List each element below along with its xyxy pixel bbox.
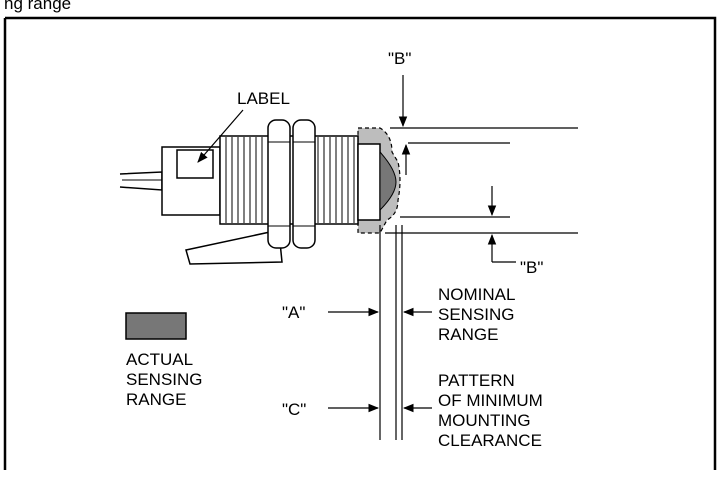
nominal-sensing-range-label: NOMINAL SENSING RANGE xyxy=(438,285,515,344)
reference-lines xyxy=(385,127,578,234)
label-a: "A" xyxy=(282,303,305,322)
proximity-sensor xyxy=(119,119,381,265)
header-fragment: ng range xyxy=(4,0,71,13)
vertical-lines xyxy=(379,225,403,440)
dimension-b-top xyxy=(398,75,411,175)
svg-text:CLEARANCE: CLEARANCE xyxy=(438,431,542,450)
svg-text:OF MINIMUM: OF MINIMUM xyxy=(438,391,543,410)
sensing-face xyxy=(357,143,381,221)
figure-frame xyxy=(3,16,717,470)
sensor-cable xyxy=(119,171,163,191)
jam-nut-left xyxy=(267,119,291,249)
actual-sensing-area xyxy=(379,150,397,212)
svg-text:RANGE: RANGE xyxy=(438,325,498,344)
svg-text:SENSING: SENSING xyxy=(126,370,203,389)
dimension-b-bottom xyxy=(487,186,516,263)
label-leader xyxy=(197,109,244,163)
svg-text:NOMINAL: NOMINAL xyxy=(438,285,515,304)
label-c: "C" xyxy=(282,400,306,419)
svg-text:SENSING: SENSING xyxy=(438,305,515,324)
mounting-bracket xyxy=(185,231,283,265)
label-label: LABEL xyxy=(237,89,290,108)
label-b-top: "B" xyxy=(388,49,411,68)
jam-nut-right xyxy=(292,119,316,249)
legend-swatch xyxy=(125,312,187,340)
clearance-pattern-label: PATTERN OF MINIMUM MOUNTING CLEARANCE xyxy=(438,371,543,450)
sensor-label-plate xyxy=(176,149,214,179)
svg-text:PATTERN: PATTERN xyxy=(438,371,515,390)
svg-text:MOUNTING: MOUNTING xyxy=(438,411,531,430)
label-b-bottom: "B" xyxy=(520,258,543,277)
actual-sensing-range-label: ACTUAL SENSING RANGE xyxy=(126,350,203,409)
svg-text:ACTUAL: ACTUAL xyxy=(126,350,193,369)
svg-text:RANGE: RANGE xyxy=(126,390,186,409)
